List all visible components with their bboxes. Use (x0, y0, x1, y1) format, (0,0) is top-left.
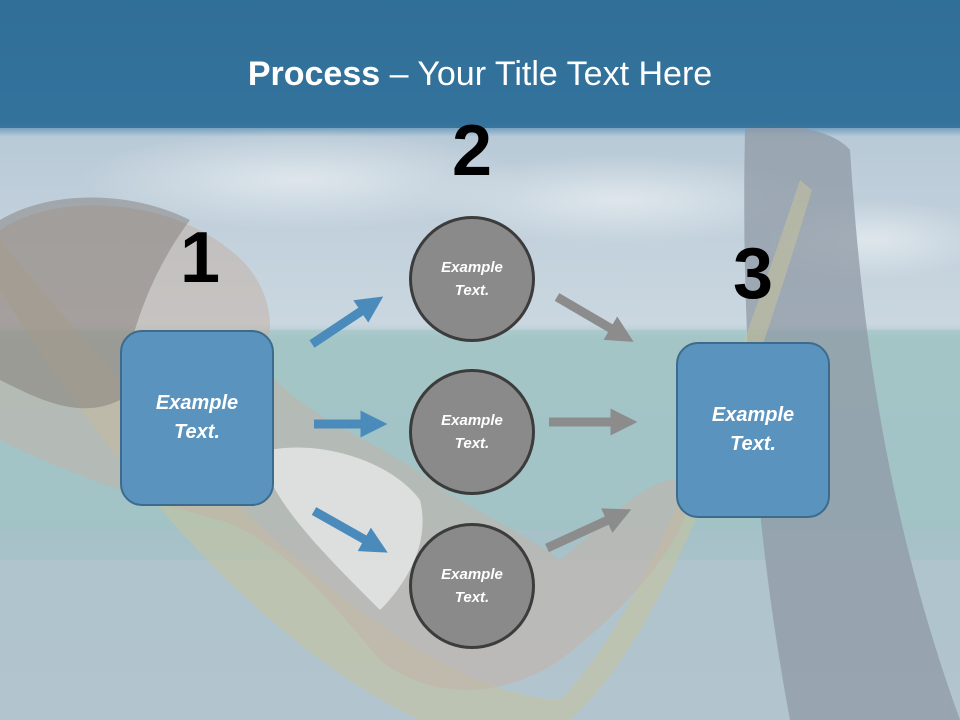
step-number-2: 2 (451, 111, 493, 191)
arrow-from-circle-top (554, 293, 634, 342)
left-process-box: Example Text. (120, 330, 274, 506)
title-rest: – Your Title Text Here (380, 55, 713, 93)
process-circle-bottom: Example Text. (409, 523, 535, 649)
process-circle-top: Example Text. (409, 216, 535, 342)
right-process-box: Example Text. (676, 342, 830, 518)
step-number-1: 1 (179, 218, 221, 298)
arrow-from-circle-bottom (545, 508, 632, 553)
arrow-to-circle-top (309, 296, 384, 348)
title-bold: Process (247, 55, 381, 93)
step-number-3: 3 (732, 234, 774, 314)
process-circle-middle: Example Text. (409, 369, 535, 495)
slide-title: Process – Your Title Text Here (0, 52, 960, 96)
arrow-to-circle-bottom (311, 507, 388, 553)
